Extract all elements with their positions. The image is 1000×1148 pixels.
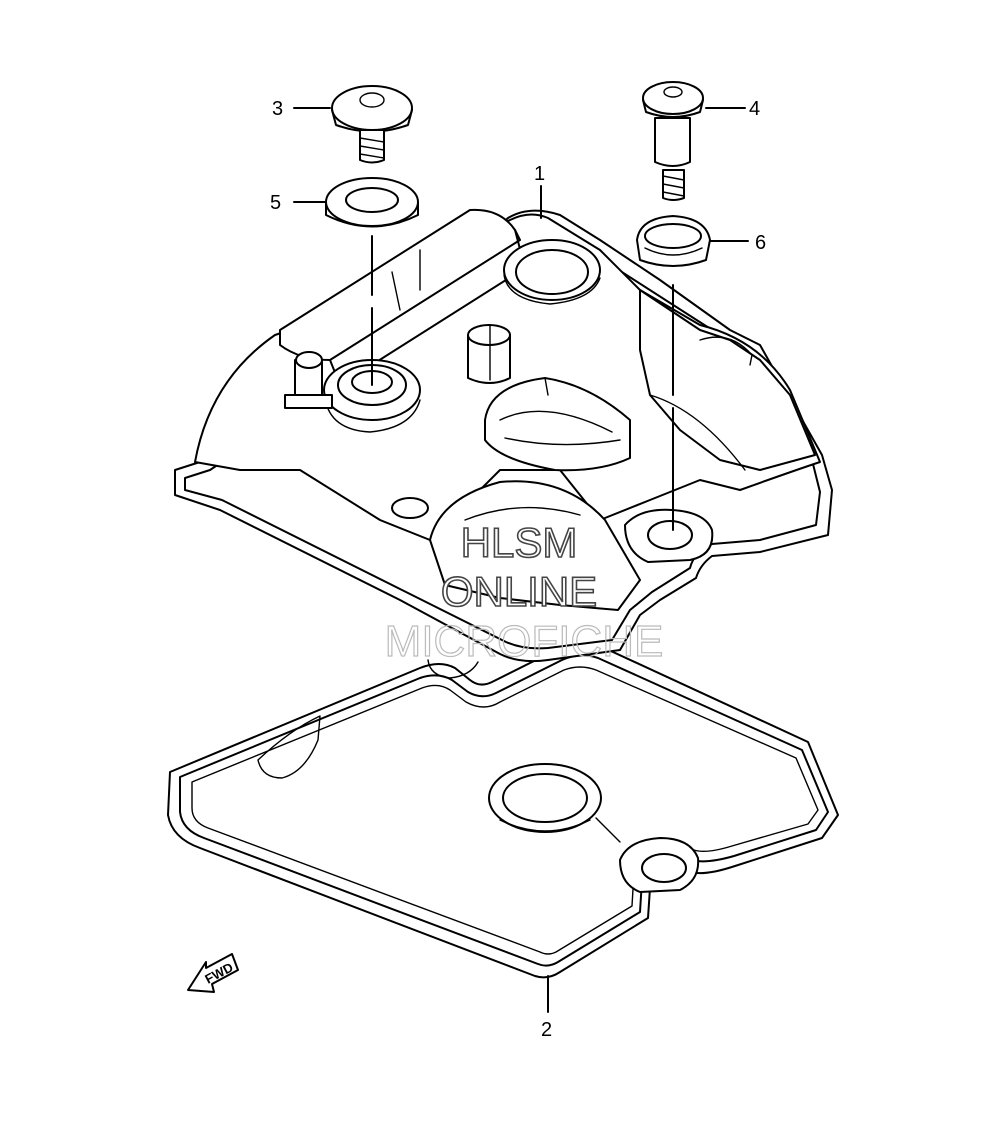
callout-5: 5 <box>270 192 281 214</box>
cylinder-head-cover <box>174 208 833 663</box>
watermark: HLSM ONLINE MICROFICHE <box>384 518 664 666</box>
callout-1: 1 <box>534 163 545 185</box>
leader-lines <box>293 107 749 1013</box>
watermark-line-1: HLSM <box>461 519 578 566</box>
grommet-6 <box>636 215 711 267</box>
washer-5 <box>325 177 419 228</box>
watermark-line-2: ONLINE <box>441 568 597 615</box>
callout-6: 6 <box>755 232 766 254</box>
callout-2: 2 <box>541 1019 552 1041</box>
watermark-line-3: MICROFICHE <box>385 617 664 666</box>
forward-arrow-icon: FWD <box>187 953 239 993</box>
forward-arrow-label: FWD <box>202 960 235 987</box>
bolt-4 <box>642 81 704 201</box>
bolt-3 <box>331 85 413 164</box>
callout-4: 4 <box>749 98 760 120</box>
cylinder-head-cover-gasket <box>167 642 839 979</box>
callout-3: 3 <box>272 98 283 120</box>
